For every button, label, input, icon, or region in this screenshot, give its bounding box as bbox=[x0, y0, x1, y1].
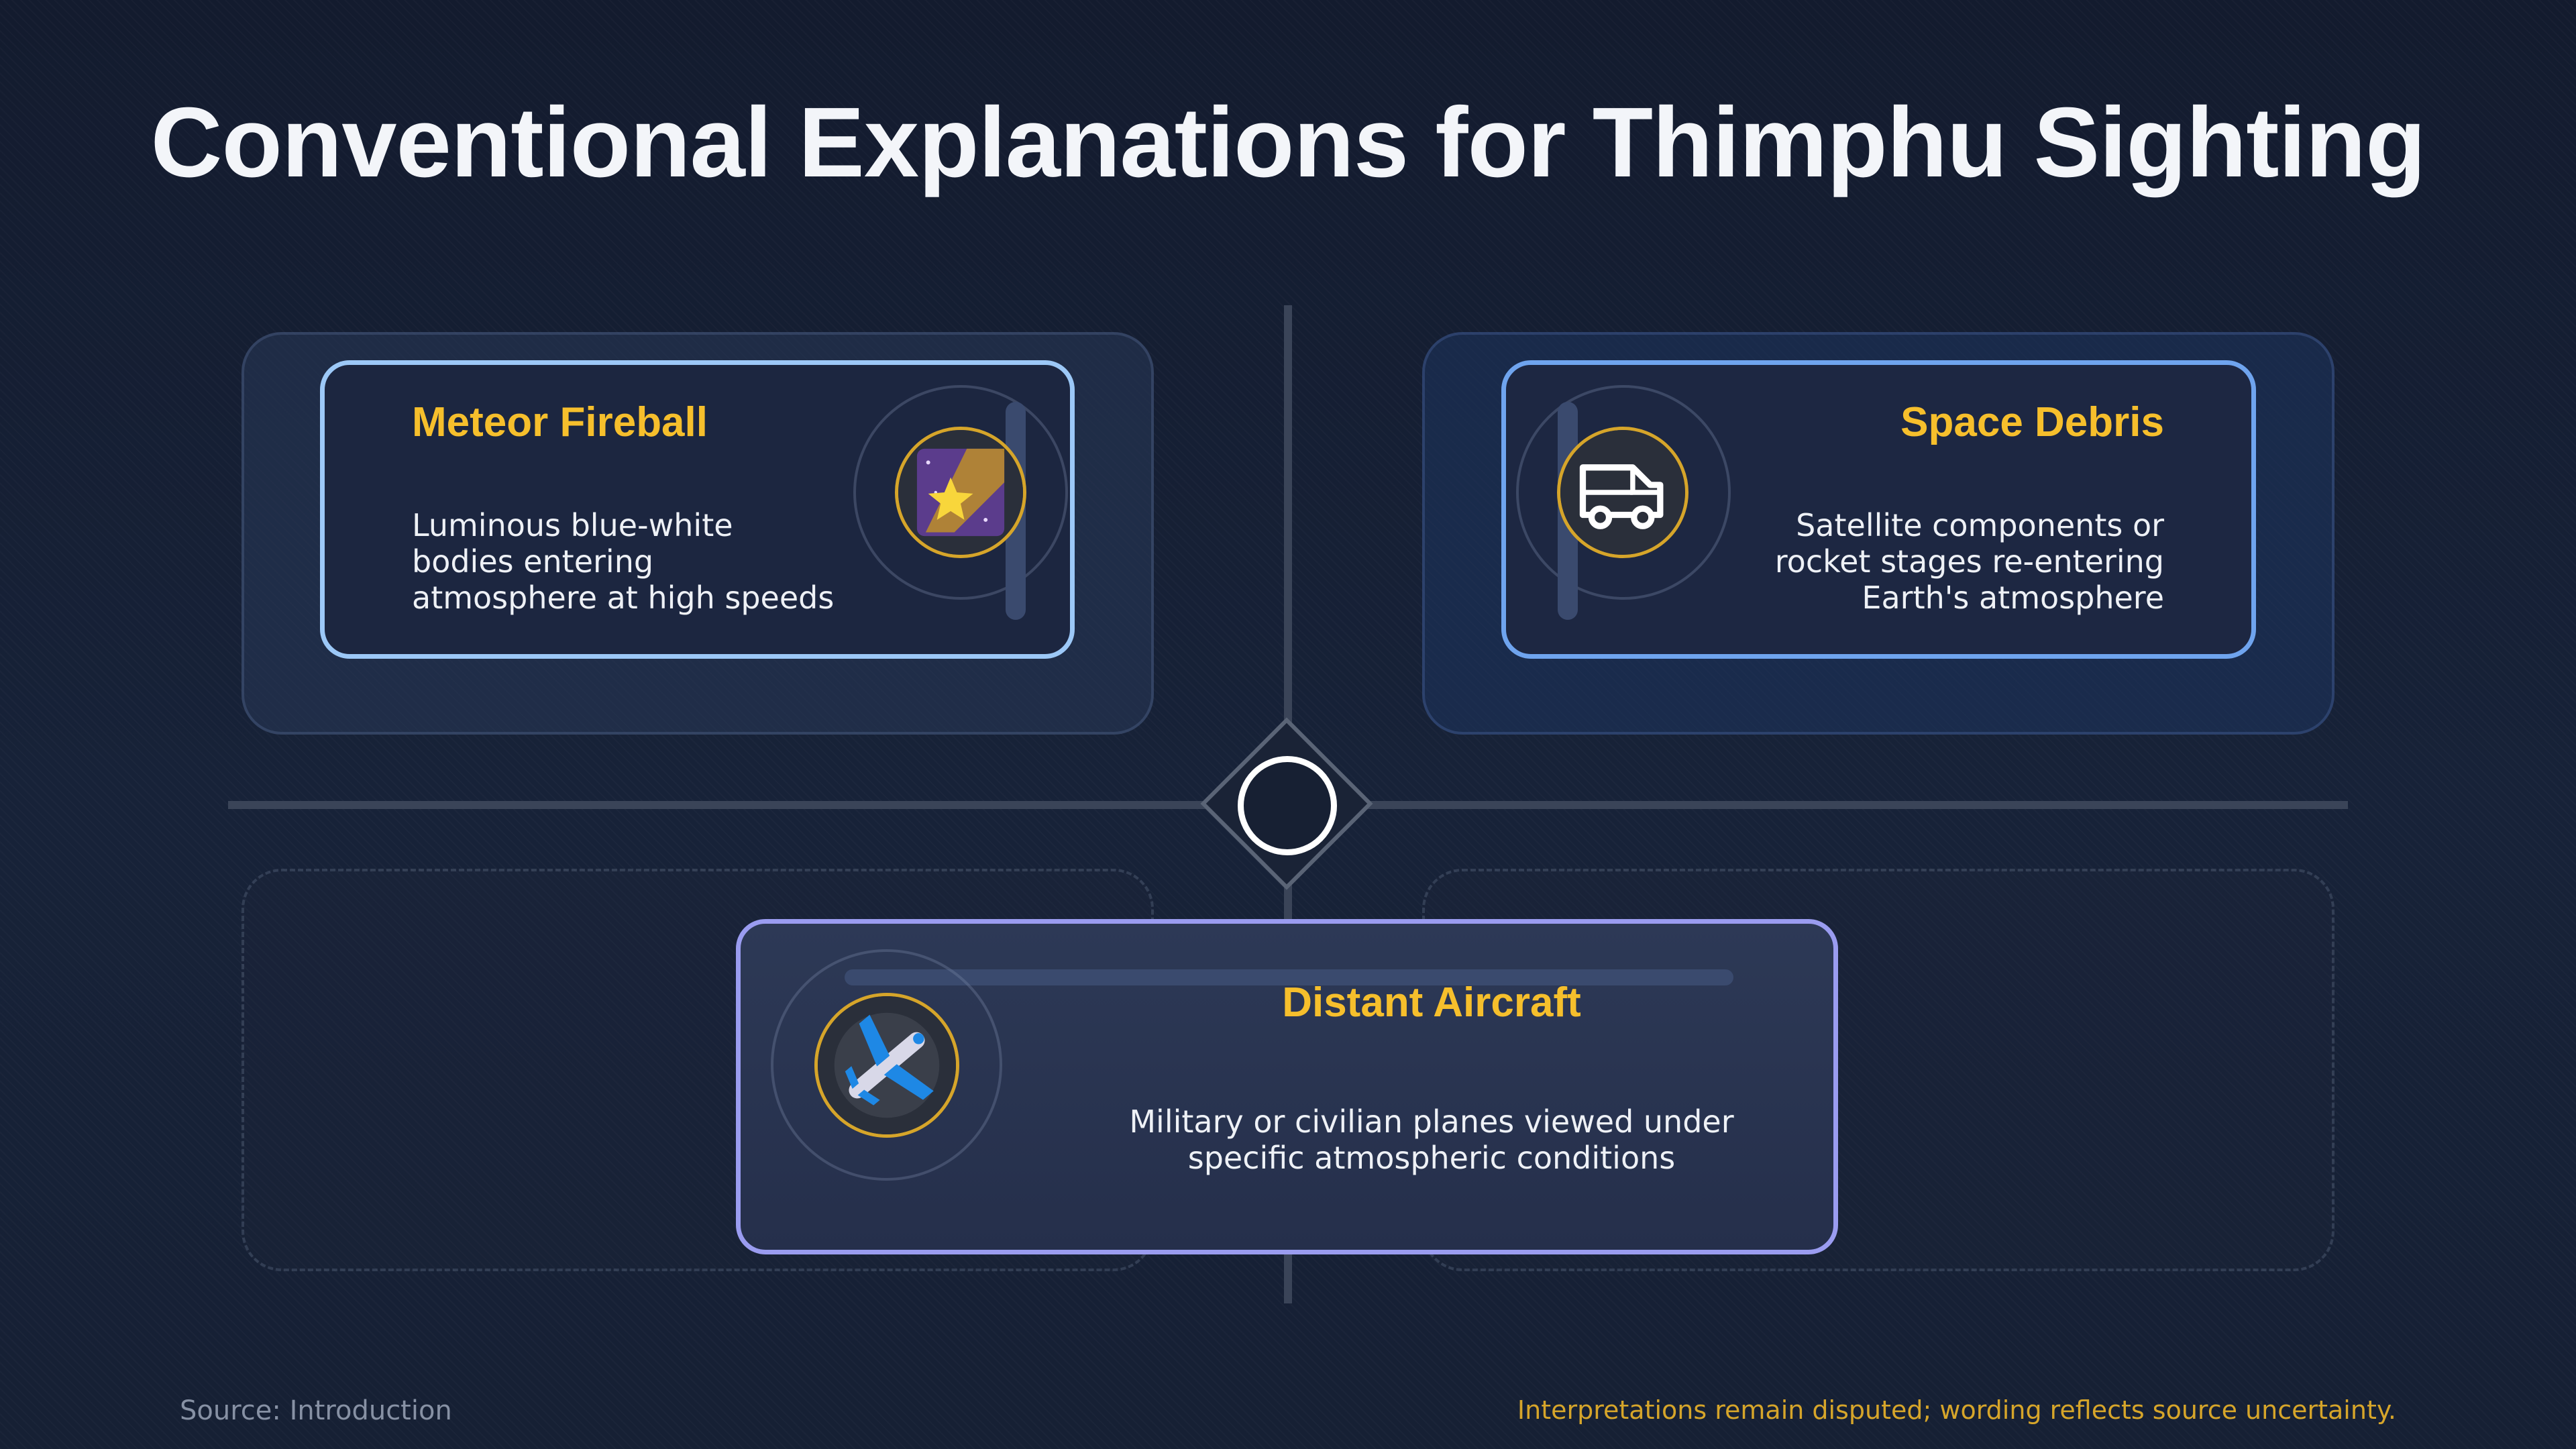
icon-ring bbox=[853, 385, 1068, 600]
card-title: Space Debris bbox=[1900, 399, 2164, 445]
van-icon bbox=[1557, 427, 1688, 558]
card-distant-aircraft[interactable]: Distant Aircraft Military or civilian pl… bbox=[736, 919, 1838, 1254]
page-title: Conventional Explanations for Thimphu Si… bbox=[150, 87, 2426, 198]
shooting-star-icon bbox=[895, 427, 1026, 558]
card-title: Meteor Fireball bbox=[412, 399, 708, 445]
card-description: Luminous blue-white bodies entering atmo… bbox=[412, 507, 835, 616]
scroll-indicator bbox=[845, 969, 1733, 985]
card-meteor-fireball[interactable]: Meteor Fireball Luminous blue-white bodi… bbox=[320, 360, 1075, 659]
card-title: Distant Aircraft bbox=[1282, 979, 1581, 1026]
card-space-debris[interactable]: Space Debris Satellite components or roc… bbox=[1501, 360, 2256, 659]
icon-ring bbox=[771, 949, 1002, 1181]
card-description: Military or civilian planes viewed under… bbox=[1129, 1104, 1734, 1176]
footnote: Interpretations remain disputed; wording… bbox=[1517, 1395, 2396, 1425]
source-label: Source: Introduction bbox=[180, 1395, 452, 1426]
center-hub-circle bbox=[1238, 756, 1337, 855]
card-description: Satellite components or rocket stages re… bbox=[1774, 507, 2164, 616]
airplane-icon bbox=[814, 993, 959, 1138]
icon-ring bbox=[1516, 385, 1731, 600]
